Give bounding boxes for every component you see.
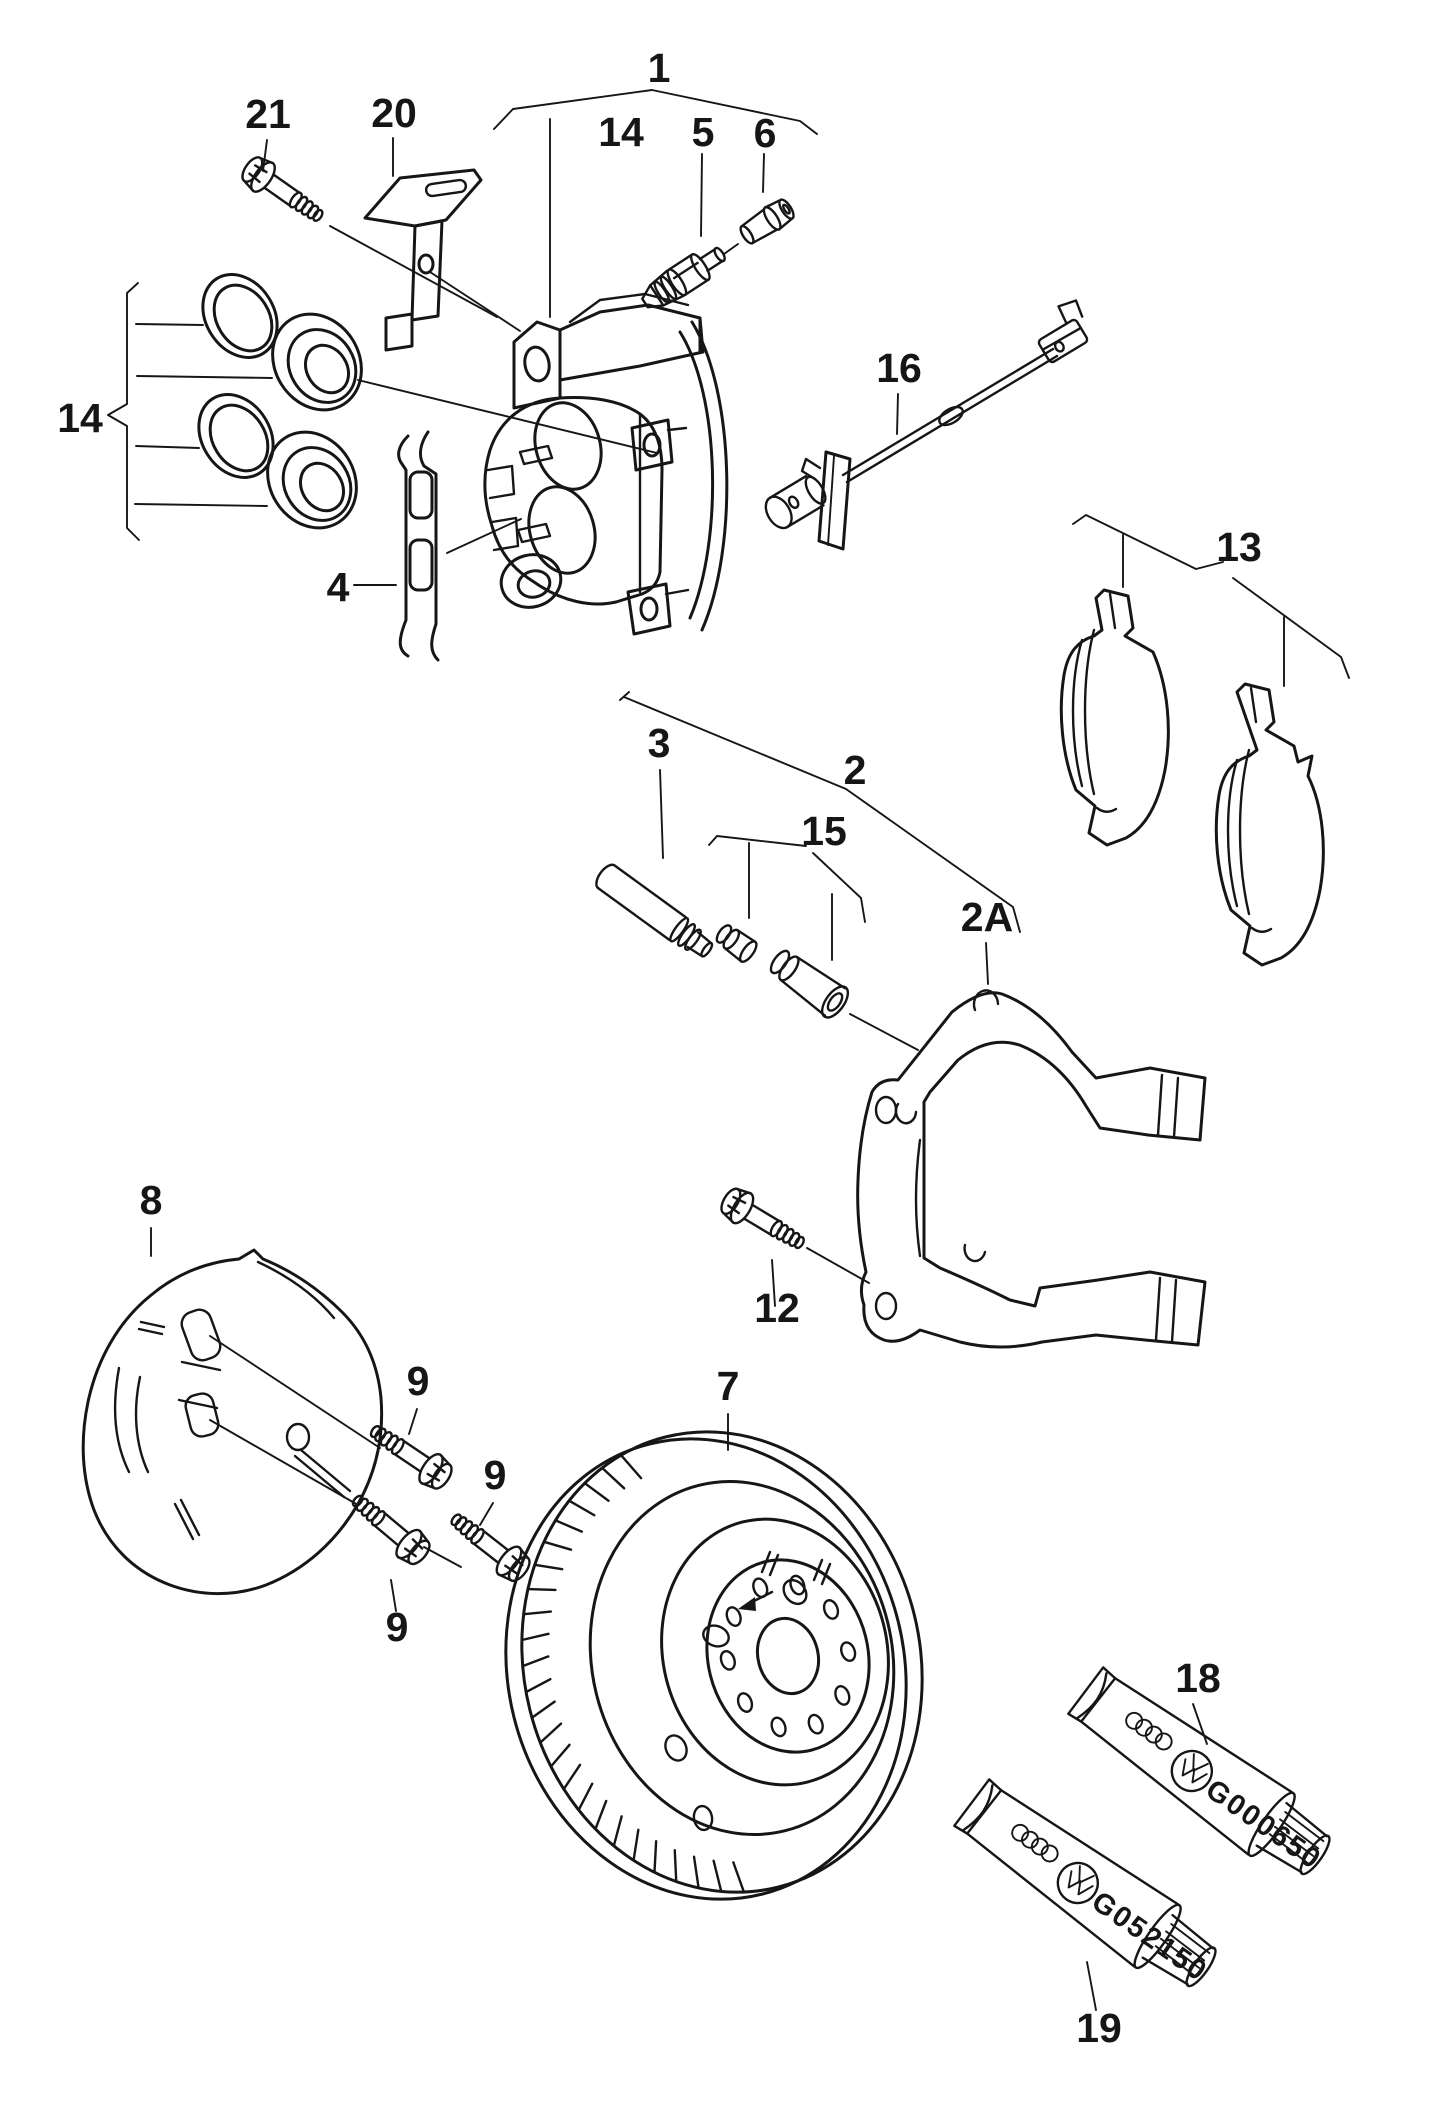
callout-15: 15 (801, 808, 847, 854)
callout-14-top: 14 (598, 109, 644, 155)
caliper-body-1-drawing (483, 292, 729, 636)
splash-shield-8-drawing (81, 1248, 384, 1596)
callout-9a: 9 (407, 1358, 430, 1404)
callout-2a: 2A (961, 894, 1013, 940)
callout-5: 5 (692, 109, 715, 155)
dust-cap-6-drawing (723, 198, 795, 255)
callout-8: 8 (140, 1177, 163, 1223)
guide-bolt-21-drawing (235, 150, 332, 233)
callout-14-left: 14 (57, 395, 103, 441)
retaining-spring-4-drawing (397, 430, 440, 662)
callout-16: 16 (876, 345, 922, 391)
callout-21: 21 (245, 91, 291, 137)
retaining-bracket-20-drawing (363, 168, 483, 352)
brake-disc-7-drawing (504, 1430, 924, 1901)
callout-12: 12 (754, 1285, 800, 1331)
callout-20: 20 (371, 90, 417, 136)
callout-3: 3 (648, 720, 671, 766)
carrier-bolt-12-drawing (714, 1181, 813, 1261)
callout-13: 13 (1216, 524, 1262, 570)
tube-18-part-number: G000650 (1200, 1774, 1328, 1877)
callout-6: 6 (754, 110, 777, 156)
callout-1: 1 (648, 45, 671, 91)
seal-kit-14-drawing (197, 273, 363, 530)
callout-4: 4 (327, 564, 350, 610)
callout-9c: 9 (386, 1604, 409, 1650)
callout-19: 19 (1076, 2005, 1122, 2051)
brake-pads-13-drawing (1059, 588, 1325, 967)
callout-labels: 1 14 5 6 21 20 14 4 16 13 3 2 15 2A 12 8… (57, 45, 1262, 2051)
callout-9b: 9 (484, 1452, 507, 1498)
guide-bushings-15-drawing (715, 924, 850, 1019)
callout-18: 18 (1175, 1655, 1221, 1701)
bleeder-valve-5-drawing (641, 246, 726, 309)
shield-bolts-9-drawing (342, 1414, 537, 1588)
caliper-carrier-2a-drawing (856, 989, 1207, 1349)
tube-19-part-number: G052150 (1086, 1886, 1214, 1989)
callout-leader-lines (107, 89, 1350, 2011)
callout-7: 7 (717, 1363, 740, 1409)
wear-sensor-16-drawing (764, 299, 1089, 551)
guide-pin-3-drawing (595, 863, 714, 958)
callout-2: 2 (844, 747, 867, 793)
